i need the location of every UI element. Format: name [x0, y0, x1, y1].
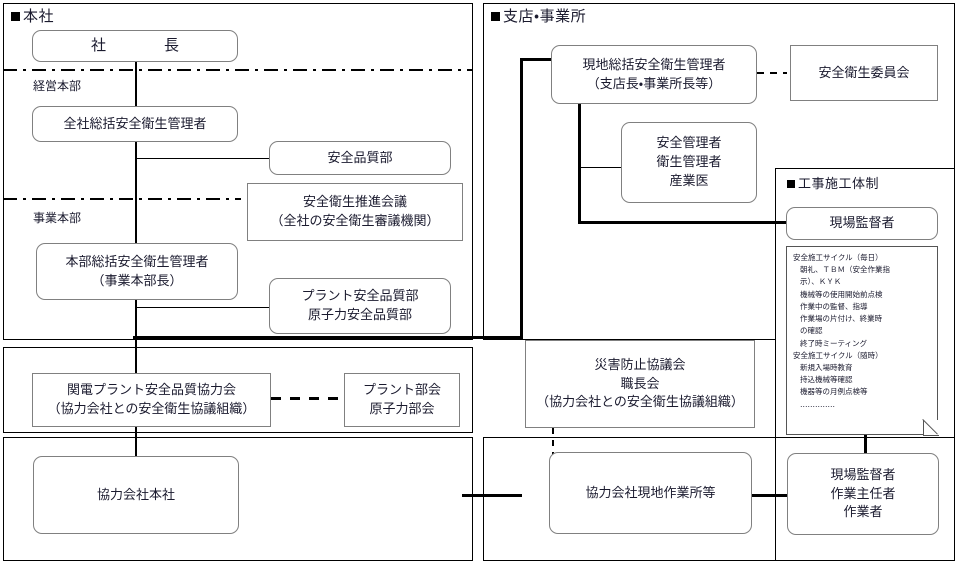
bullet-square-icon: [787, 180, 795, 188]
note-line-9: 安全施工サイクル（随時）: [793, 350, 883, 360]
node-kanden-safety-association[interactable]: 関電プラント安全品質協力会 （協力会社との安全衛生協議組織）: [32, 373, 271, 427]
node-safety-promotion-council[interactable]: 安全衛生推進会議 （全社の安全衛生審議機関）: [247, 183, 463, 241]
node-partner-head-office[interactable]: 協力会社本社: [33, 456, 239, 534]
node-promotion-council-line1: 安全衛生推進会議: [302, 194, 407, 210]
note-line-11: 持込機械等確認: [800, 375, 853, 385]
connector-to-safety-quality-dept: [136, 158, 270, 159]
node-company-general-manager[interactable]: 全社総括安全衛生管理者: [32, 106, 238, 142]
connector-hqgm-down: [135, 296, 137, 340]
node-disaster-council-line2: 職長会: [620, 375, 660, 391]
connector-to-managers: [579, 167, 621, 168]
node-site-workers-line2: 作業主任者: [830, 485, 896, 501]
connector-kanden-to-partner-hq: [135, 426, 137, 456]
divider-business-headquarters: [3, 198, 241, 200]
node-partner-local-office-label: 協力会社現地作業所等: [585, 484, 716, 500]
connector-local-gm-left-stub: [520, 58, 555, 61]
note-line-1: 安全施工サイクル（毎日）: [793, 253, 883, 262]
node-safety-health-committee[interactable]: 安全衛生委員会: [790, 45, 938, 101]
node-subcommittee-line2: 原子力部会: [369, 401, 435, 416]
node-site-supervisor-label: 現場監督者: [829, 215, 895, 231]
divider-management-headquarters: [3, 69, 473, 71]
panel-headquarters-main: [3, 3, 473, 340]
node-president[interactable]: 社 長: [32, 30, 238, 62]
connector-partner-local-to-workers: [462, 494, 522, 497]
node-site-workers[interactable]: 現場監督者 作業主任者 作業者: [787, 453, 939, 535]
node-site-supervisor[interactable]: 現場監督者: [786, 207, 938, 240]
node-kanden-association-line1: 関電プラント安全品質協力会: [66, 382, 236, 398]
connector-dashed-to-partner-local: [552, 428, 554, 456]
note-line-8: 終了時ミーティング: [800, 338, 868, 348]
note-line-3: 示）、ＫＹＫ: [800, 277, 842, 287]
divider-label-business: 事業本部: [33, 211, 82, 225]
node-local-gm-line2: （支店長・事業所長等）: [586, 75, 722, 91]
panel-title-branch: 支店・事業所: [491, 9, 586, 24]
connector-local-gm-to-committee: [757, 72, 787, 74]
node-local-gm-line1: 現地総括安全衛生管理者: [582, 56, 726, 72]
node-partner-head-office-label: 協力会社本社: [96, 486, 175, 502]
node-hq-general-manager[interactable]: 本部総括安全衛生管理者 （事業本部長）: [36, 243, 238, 300]
node-company-gm-label: 全社総括安全衛生管理者: [63, 115, 207, 131]
note-line-5: 作業中の監督、指導: [800, 301, 868, 311]
note-line-6: 作業場の片付け、終業時: [800, 314, 883, 324]
connector-supervisor-to-workers: [864, 434, 867, 456]
connector-president-to-gm: [135, 60, 137, 106]
note-line-2: 朝礼、ＴＢＭ（安全作業指: [800, 265, 890, 275]
panel-headquarters-association-frame: [3, 347, 473, 433]
node-hq-gm-line1: 本部総括安全衛生管理者: [65, 253, 209, 269]
node-plant-dept-line1: プラント安全品質部: [301, 288, 419, 304]
note-line-7: の確認: [800, 326, 823, 336]
note-fold-corner-icon: [923, 420, 939, 436]
panel-title-branch-label: 支店・事業所: [503, 8, 587, 25]
node-plant-dept-line2: 原子力安全品質部: [307, 307, 412, 322]
node-managers-line1: 安全管理者: [656, 135, 722, 151]
node-president-label-b: 長: [164, 37, 180, 55]
connector-association-to-subcommittee: [271, 397, 344, 400]
node-subcommittees[interactable]: プラント部会 原子力部会: [344, 373, 460, 427]
node-disaster-prevention-council[interactable]: 災害防止協議会 職長会 （協力会社との安全衛生協議組織）: [525, 340, 755, 428]
connector-to-kanden-association: [135, 340, 137, 373]
node-safety-quality-dept-label: 安全品質部: [327, 149, 393, 165]
node-hq-gm-line2: （事業本部長）: [91, 272, 183, 288]
panel-partner-head-office: [3, 437, 473, 561]
panel-title-headquarters-label: 本社: [23, 8, 55, 25]
note-line-10: 新規入場時教育: [800, 362, 853, 372]
connector-to-plant-dept: [136, 307, 270, 308]
node-managers[interactable]: 安全管理者 衛生管理者 産業医: [621, 122, 757, 203]
node-promotion-council-line2: （全社の安全衛生審議機関）: [270, 213, 440, 228]
node-local-general-manager[interactable]: 現地総括安全衛生管理者 （支店長・事業所長等）: [551, 45, 757, 104]
node-subcommittee-line1: プラント部会: [362, 382, 441, 398]
node-plant-nuclear-safety-dept[interactable]: プラント安全品質部 原子力安全品質部: [269, 278, 451, 334]
node-disaster-council-line1: 災害防止協議会: [594, 356, 686, 372]
connector-trunk-to-left-panel: [133, 336, 522, 339]
node-disaster-council-line3: （協力会社との安全衛生協議組織）: [536, 394, 744, 410]
node-kanden-association-line2: （協力会社との安全衛生協議組織）: [47, 401, 256, 416]
connector-gm-trunk: [135, 141, 137, 246]
connector-local-gm-down: [578, 104, 581, 223]
node-managers-line2: 衛生管理者: [656, 154, 722, 170]
connector-local-gm-left-down: [520, 58, 523, 339]
node-safety-quality-dept[interactable]: 安全品質部: [269, 141, 451, 175]
panel-title-construction-system: 工事施工体制: [787, 177, 879, 190]
panel-title-construction-label: 工事施工体制: [798, 176, 880, 191]
panel-title-headquarters: 本社: [11, 9, 54, 24]
connector-partner-local-to-workers-right: [752, 494, 810, 497]
note-line-4: 機械等の使用開始前点検: [800, 289, 883, 299]
node-partner-local-office[interactable]: 協力会社現地作業所等: [549, 452, 752, 534]
bullet-square-icon: [11, 12, 20, 21]
connector-trunk-left-riser: [133, 336, 136, 340]
node-president-label-a: 社: [90, 37, 106, 55]
node-safety-health-committee-label: 安全衛生委員会: [818, 64, 910, 80]
divider-label-management: 経営本部: [33, 79, 82, 93]
connector-trunk-to-site-supervisor: [578, 221, 786, 224]
note-line-12: 機器等の月例点検等: [800, 387, 868, 397]
node-managers-line3: 産業医: [669, 172, 709, 188]
note-safety-construction-cycle: 安全施工サイクル（毎日） 朝礼、ＴＢＭ（安全作業指 示）、ＫＹＫ 機械等の使用開…: [786, 246, 938, 435]
node-site-workers-line3: 作業者: [843, 504, 883, 520]
node-site-workers-line1: 現場監督者: [830, 466, 896, 482]
bullet-square-icon: [491, 12, 500, 21]
note-line-13: ‥‥‥‥‥‥‥: [800, 399, 836, 409]
